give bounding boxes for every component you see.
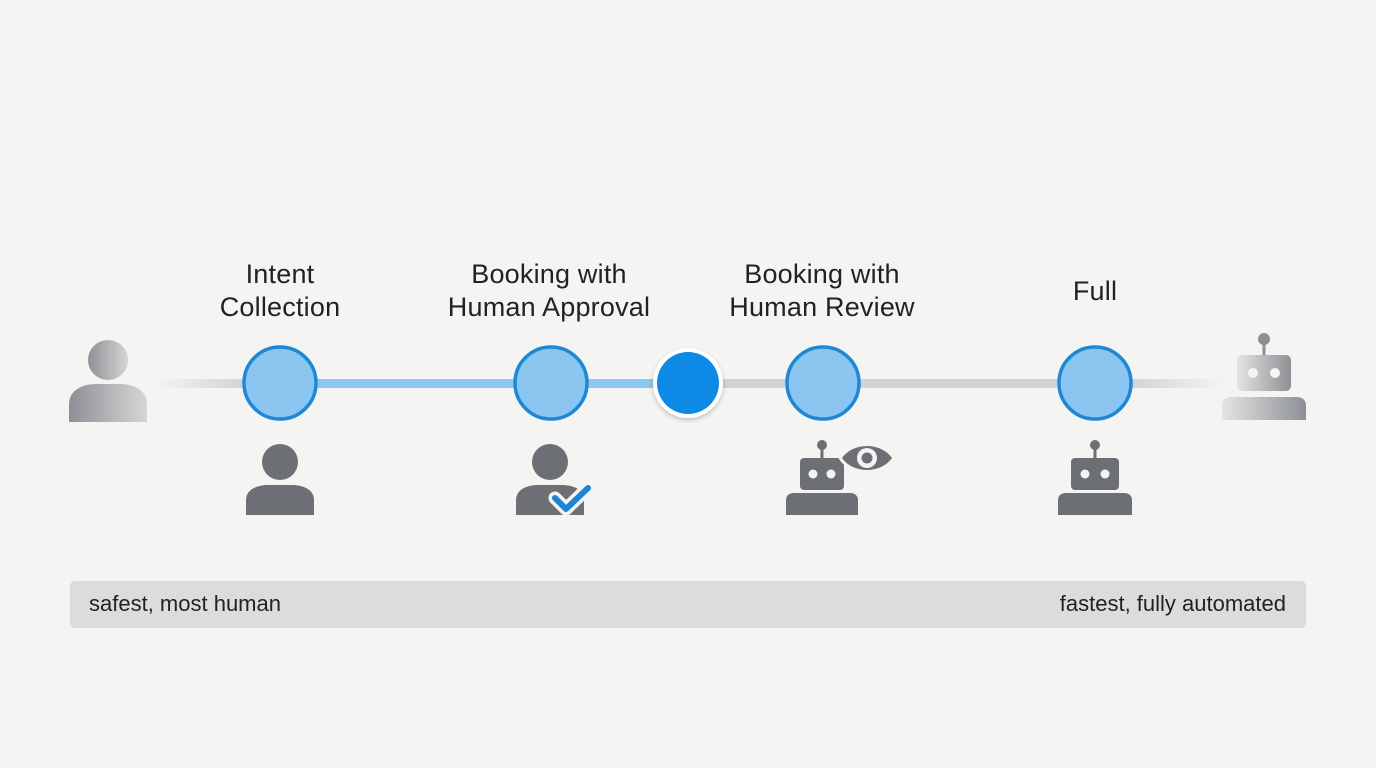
track-fade-left bbox=[155, 379, 245, 388]
stage-label-line: Human Approval bbox=[447, 292, 651, 322]
autonomy-scale-bar: safest, most human fastest, fully automa… bbox=[70, 581, 1306, 628]
stage-node-human-review[interactable] bbox=[785, 345, 861, 421]
stage-label-line: Booking with bbox=[744, 259, 900, 289]
scale-left-label: safest, most human bbox=[89, 591, 281, 616]
autonomy-slider-thumb[interactable] bbox=[653, 348, 723, 418]
track-inactive-segment bbox=[688, 379, 1130, 388]
stage-label-intent-collection: Intent Collection bbox=[140, 258, 420, 324]
timeline-track bbox=[155, 379, 1225, 388]
person-icon bbox=[69, 340, 147, 422]
stage-label-line: Full bbox=[1072, 276, 1118, 306]
person-check-icon bbox=[516, 444, 595, 516]
stage-label-full: Full bbox=[955, 275, 1235, 308]
stage-node-intent-collection[interactable] bbox=[242, 345, 318, 421]
robot-icon bbox=[1058, 440, 1132, 515]
stage-node-full[interactable] bbox=[1057, 345, 1133, 421]
stage-node-human-approval[interactable] bbox=[513, 345, 589, 421]
scale-right-label: fastest, fully automated bbox=[1059, 591, 1286, 616]
stage-label-line: Human Review bbox=[729, 292, 915, 322]
stage-label-line: Intent bbox=[245, 259, 315, 289]
track-fade-right bbox=[1130, 379, 1225, 388]
stage-label-human-review: Booking with Human Review bbox=[682, 258, 962, 324]
stage-label-human-approval: Booking with Human Approval bbox=[409, 258, 689, 324]
robot-eye-icon bbox=[786, 440, 896, 515]
robot-icon bbox=[1222, 333, 1306, 420]
person-icon bbox=[246, 444, 314, 515]
stage-label-line: Collection bbox=[219, 292, 341, 322]
track-active-segment bbox=[280, 379, 688, 388]
stage-label-line: Booking with bbox=[471, 259, 627, 289]
